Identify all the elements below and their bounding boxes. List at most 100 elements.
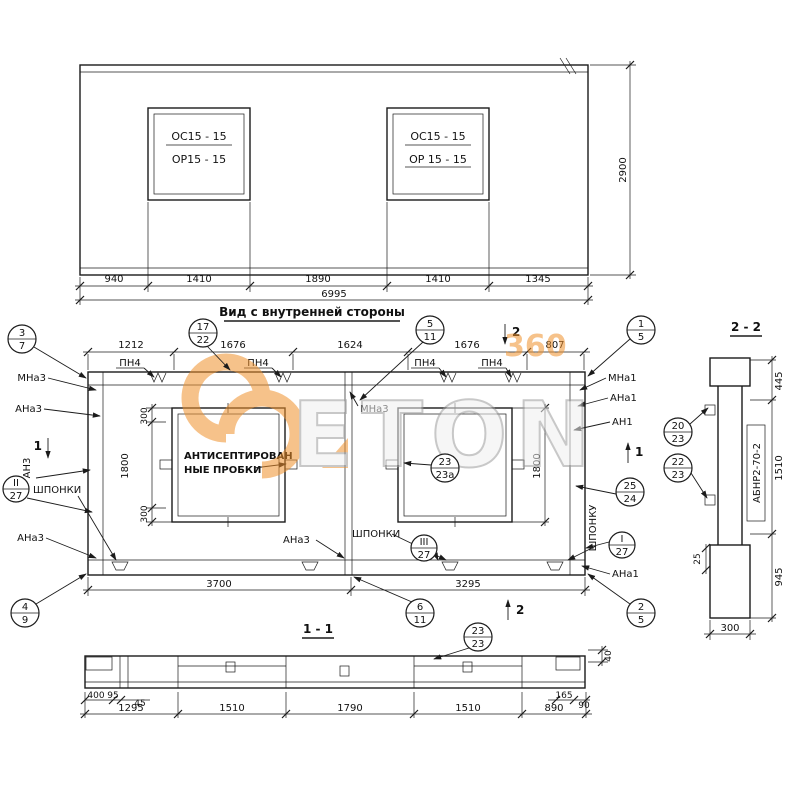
dim-1510-c: 1510 bbox=[219, 703, 244, 714]
dim-3700: 3700 bbox=[206, 579, 231, 590]
dim-300-sec: 300 bbox=[720, 623, 739, 634]
callout-3-7-top: 3 bbox=[19, 328, 25, 339]
callout-4-9: 4 9 bbox=[10, 573, 87, 628]
callout-23-23a: 23 23а bbox=[403, 453, 460, 483]
elevation-window-right: ОС15 - 15 ОР 15 - 15 bbox=[386, 107, 490, 201]
section-1-1-title: 1 - 1 bbox=[303, 622, 333, 636]
callout-20-23-bottom: 23 bbox=[672, 434, 685, 445]
callout-II-27-bottom: 27 bbox=[10, 491, 23, 502]
callouts: 3 7 17 22 5 11 1 5 23 23а bbox=[2, 315, 709, 660]
dim-1345: 1345 bbox=[525, 274, 550, 285]
callout-22-23: 22 23 bbox=[663, 453, 708, 499]
marker-2-bottom-label: 2 bbox=[516, 603, 524, 617]
dim-1624: 1624 bbox=[337, 340, 362, 351]
label-ana1-right-bottom: АНа1 bbox=[612, 569, 639, 580]
dim-945: 945 bbox=[774, 567, 785, 586]
label-an3-left: АН3 bbox=[22, 458, 33, 479]
watermark-logo-icon bbox=[181, 353, 271, 443]
note-plugs-line1: АНТИСЕПТИРОВАН bbox=[184, 451, 293, 462]
label-ana3-left-bottom: АНа3 bbox=[17, 533, 44, 544]
callout-III-27: III 27 bbox=[410, 534, 439, 562]
dim-1295: 1295 bbox=[118, 703, 143, 714]
label-an1-right: АН1 bbox=[612, 417, 633, 428]
window1-mark-line2: ОР15 - 15 bbox=[172, 153, 226, 166]
section-marker-1-right: 1 bbox=[625, 442, 643, 463]
dim-890: 890 bbox=[544, 703, 563, 714]
dim-45: 45 bbox=[134, 699, 145, 709]
callout-I-27-top: I bbox=[621, 534, 624, 545]
callout-25-24-bottom: 24 bbox=[624, 494, 637, 505]
callout-1-5-bottom: 5 bbox=[638, 332, 644, 343]
dim-95: 95 bbox=[107, 691, 118, 701]
callout-25-24: 25 24 bbox=[575, 477, 645, 507]
label-ana3-left: АНа3 bbox=[15, 404, 42, 415]
label-mna3-left: МНа3 bbox=[17, 373, 46, 384]
callout-5-11-bottom: 11 bbox=[424, 332, 437, 343]
callout-4-9-bottom: 9 bbox=[22, 615, 28, 626]
callout-II-27-top: II bbox=[13, 478, 19, 489]
label-pn4-2: ПН4 bbox=[247, 358, 268, 369]
label-pn4-4: ПН4 bbox=[481, 358, 502, 369]
dim-40: 40 bbox=[604, 650, 614, 662]
section-marker-2-bottom: 2 bbox=[505, 599, 524, 620]
dim-1790: 1790 bbox=[337, 703, 362, 714]
dim-1676-a: 1676 bbox=[220, 340, 245, 351]
label-pn4-3: ПН4 bbox=[414, 358, 435, 369]
callout-3-7-bottom: 7 bbox=[19, 341, 25, 352]
plan-view: Вид с внутренней стороны 1212 1676 1624 … bbox=[15, 305, 643, 620]
callout-23-23a-bottom: 23а bbox=[436, 470, 455, 481]
marker-1-right-label: 1 bbox=[635, 445, 643, 459]
label-mna3-middle: МНа3 bbox=[360, 404, 389, 415]
watermark-badge: 360 bbox=[504, 329, 567, 364]
dim-90: 90 bbox=[578, 701, 590, 711]
label-ana1-right: АНа1 bbox=[610, 393, 637, 404]
callout-2-5-top: 2 bbox=[638, 602, 644, 613]
dim-25: 25 bbox=[693, 553, 703, 564]
callout-I-27-bottom: 27 bbox=[616, 547, 629, 558]
section-1-1: 1 - 1 1295 1510 1790 1510 890 bbox=[80, 622, 614, 719]
dim-1676-b: 1676 bbox=[454, 340, 479, 351]
callout-23-23-bottom: 23 bbox=[472, 639, 485, 650]
dim-2900: 2900 bbox=[618, 157, 629, 182]
callout-I-27: I 27 bbox=[585, 531, 636, 559]
section-marker-1-left: 1 bbox=[34, 438, 51, 459]
section-2-2: 2 - 2 АБНР2-70-2 445 1510 945 25 300 bbox=[693, 320, 785, 640]
callout-20-23-top: 20 bbox=[672, 421, 685, 432]
callout-23-23: 23 23 bbox=[433, 622, 493, 660]
callout-22-23-bottom: 23 bbox=[672, 470, 685, 481]
elevation-view: ОС15 - 15 ОР15 - 15 ОС15 - 15 ОР 15 - 15… bbox=[75, 57, 636, 305]
dim-300-top: 300 bbox=[140, 407, 150, 424]
dim-807: 807 bbox=[545, 340, 564, 351]
callout-5-11: 5 11 bbox=[359, 315, 445, 401]
callout-2-5-bottom: 5 bbox=[638, 615, 644, 626]
dim-445: 445 bbox=[774, 371, 785, 390]
dim-1800-left: 1800 bbox=[120, 453, 131, 478]
callout-6-11: 6 11 bbox=[353, 576, 435, 628]
marker-2-top-label: 2 bbox=[512, 325, 520, 339]
marker-1-left-label: 1 bbox=[34, 439, 42, 453]
window2-mark-line1: ОС15 - 15 bbox=[410, 130, 465, 143]
label-shponki-middle: ШПОНКИ bbox=[352, 529, 400, 540]
dim-1890: 1890 bbox=[305, 274, 330, 285]
callout-3-7: 3 7 bbox=[7, 324, 87, 379]
dim-400: 400 bbox=[87, 691, 104, 701]
label-pn4-1: ПН4 bbox=[119, 358, 140, 369]
callout-5-11-top: 5 bbox=[427, 319, 433, 330]
window2-mark-line2: ОР 15 - 15 bbox=[409, 153, 467, 166]
dim-1410-a: 1410 bbox=[186, 274, 211, 285]
window1-mark-line1: ОС15 - 15 bbox=[171, 130, 226, 143]
callout-III-27-top: III bbox=[420, 537, 429, 548]
callout-23-23a-top: 23 bbox=[439, 457, 452, 468]
label-shponki-left: ШПОНКИ bbox=[33, 485, 81, 496]
dim-1212: 1212 bbox=[118, 340, 143, 351]
callout-2-5: 2 5 bbox=[587, 573, 656, 628]
callout-25-24-top: 25 bbox=[624, 481, 637, 492]
dim-1410-b: 1410 bbox=[425, 274, 450, 285]
dim-165: 165 bbox=[555, 691, 572, 701]
callout-6-11-top: 6 bbox=[417, 602, 423, 613]
section-2-2-mark: АБНР2-70-2 bbox=[752, 443, 763, 503]
section-marker-2-top: 2 bbox=[502, 324, 520, 345]
dim-1800-right: 1800 bbox=[532, 453, 543, 478]
